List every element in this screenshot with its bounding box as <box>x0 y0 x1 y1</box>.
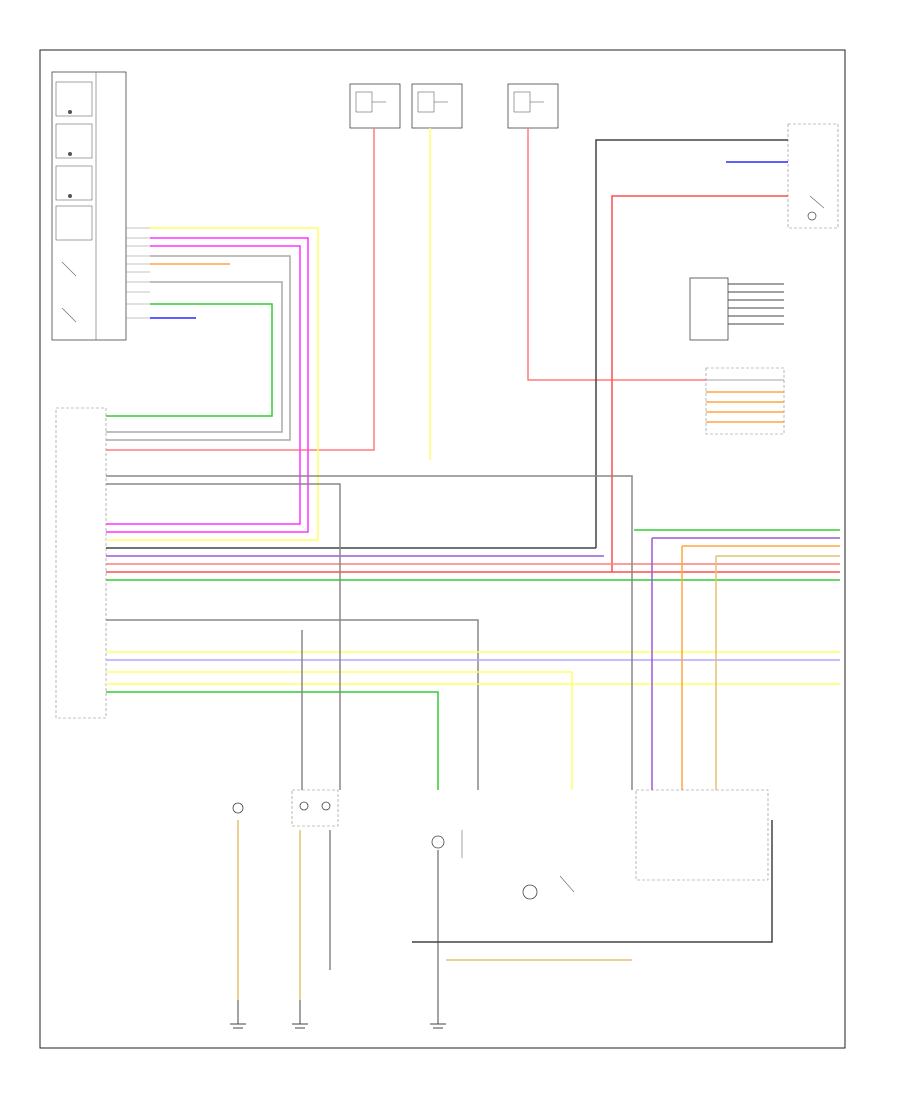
bulb-icon <box>299 801 309 811</box>
bulb-icon <box>232 802 244 814</box>
wire-green <box>106 691 439 790</box>
wires <box>106 128 840 1000</box>
wire-gray <box>106 619 479 790</box>
wire-gray <box>106 255 291 441</box>
relay-icon <box>522 884 538 900</box>
light-switch <box>51 71 127 341</box>
left-turn-lamp <box>232 802 244 814</box>
wire-green <box>106 303 273 417</box>
wire-gray <box>106 281 283 433</box>
left-headlamp <box>291 789 339 827</box>
grounds <box>230 1000 446 1029</box>
fuse-box-2 <box>411 83 463 129</box>
wire-red <box>611 195 788 572</box>
fuse-box-1 <box>349 83 401 129</box>
headlamp-range-control-module <box>635 789 769 881</box>
ground-icon <box>292 1000 308 1029</box>
bulb-icon <box>431 835 445 849</box>
wire-red <box>527 128 706 381</box>
switch-contact-icon <box>68 110 72 114</box>
wire-dark-gray <box>412 820 773 943</box>
light-switch-pins <box>126 227 150 319</box>
control-module <box>55 407 107 719</box>
wire-gray <box>106 483 341 790</box>
emergency-flasher-switch <box>787 123 839 229</box>
diagram-frame <box>39 49 846 1049</box>
ground-icon <box>230 1000 246 1029</box>
fog-relay <box>522 875 575 900</box>
wire-red <box>106 128 375 451</box>
switch-contact-icon <box>68 152 72 156</box>
fuse-box-3 <box>507 83 559 129</box>
wire-magenta <box>106 237 309 533</box>
wire-dark-gray <box>595 139 788 548</box>
wire-yellow <box>106 227 319 541</box>
lamp-icon <box>807 211 817 221</box>
wire-gray <box>106 475 633 790</box>
wire-yellow <box>106 671 573 790</box>
bulb-icon <box>321 801 331 811</box>
left-fog-lamp <box>431 830 463 858</box>
wire-magenta <box>106 245 301 525</box>
steering-column-electronics <box>705 367 785 435</box>
switch-contact-icon <box>68 194 72 198</box>
turn-signal-switch <box>689 277 784 341</box>
ground-icon <box>430 1000 446 1029</box>
